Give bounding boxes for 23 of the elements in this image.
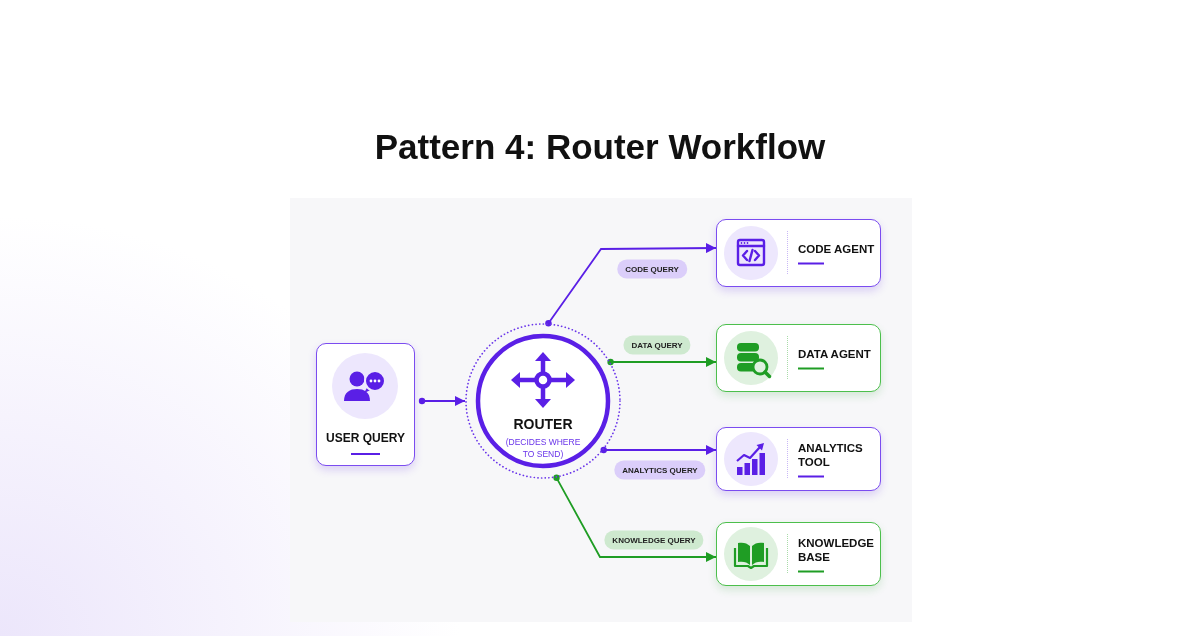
arrow: [553, 474, 717, 562]
edge-label: CODE QUERY: [617, 259, 687, 279]
diagram-title: Pattern 4: Router Workflow: [374, 126, 826, 168]
destination-card: [716, 324, 881, 392]
destination-card: [716, 427, 881, 491]
router-title: ROUTER: [513, 416, 573, 433]
router-subtitle: (DECIDES WHERE TO SEND): [504, 436, 582, 460]
node-title: CODE AGENT: [798, 241, 876, 256]
arrow: [600, 445, 717, 455]
arrow: [545, 243, 717, 327]
edge-label: ANALYTICS QUERY: [614, 460, 706, 480]
destination-card: [716, 522, 881, 586]
node-title: USER QUERY: [326, 430, 405, 446]
edge-label: DATA QUERY: [623, 335, 691, 355]
arrow: [418, 396, 466, 406]
edge-label: KNOWLEDGE QUERY: [604, 530, 704, 550]
node-title: ANALYTICS TOOL: [798, 440, 864, 469]
node-title: KNOWLEDGE BASE: [798, 535, 876, 564]
arrow: [607, 357, 717, 367]
query-card: [316, 343, 415, 466]
destination-card: [716, 219, 881, 287]
node-title: DATA AGENT: [798, 346, 872, 361]
router-circle: [465, 323, 621, 479]
